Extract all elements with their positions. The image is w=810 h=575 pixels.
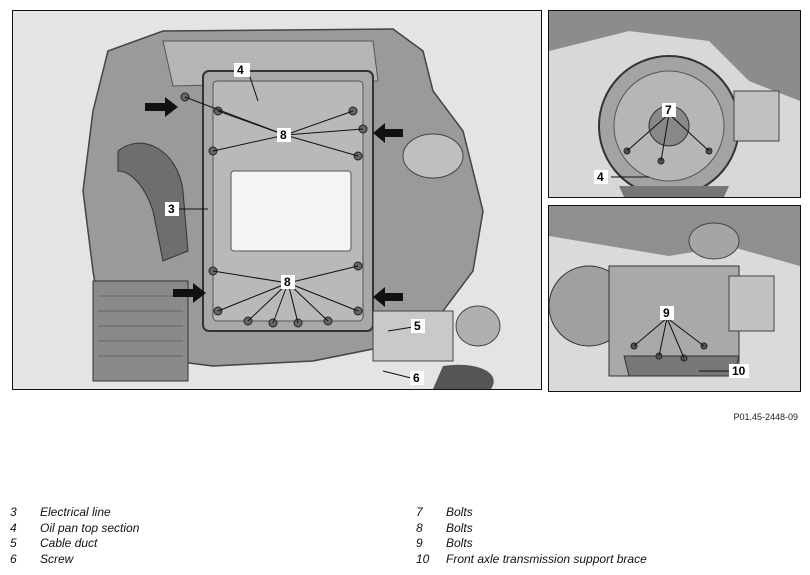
legend-number: 6	[10, 551, 17, 566]
legend-text: Bolts	[446, 520, 473, 535]
legend-text: Bolts	[446, 505, 473, 519]
callout-8-lower: 8	[284, 275, 291, 289]
legend-item: 10 Front axle transmission support brace	[416, 552, 647, 568]
legend-number: 9	[416, 536, 423, 550]
engine-underside-drawing: 4 8 3 8 5 6	[13, 11, 541, 389]
legend-right-column: 7 Bolts 8 Bolts 9 Bolts 10 Front axle tr…	[416, 505, 647, 567]
legend-number: 7	[416, 505, 423, 519]
legend-item: 3 Electrical line	[10, 505, 139, 521]
legend-item: 6 Screw	[10, 552, 139, 568]
callout-4-top: 4	[597, 170, 604, 184]
legend-text: Bolts	[446, 536, 473, 550]
support-brace-illustration: 9 10	[548, 205, 801, 392]
legend-number: 10	[416, 551, 430, 566]
callout-7-top: 7	[665, 103, 672, 117]
legend-item: 4 Oil pan top section	[10, 521, 139, 537]
legend-item: 9 Bolts	[416, 536, 647, 552]
legend-item: 7 Bolts	[416, 505, 647, 521]
legend-text: Screw	[40, 551, 74, 566]
legend-number: 4	[10, 520, 17, 535]
legend-text: Oil pan top section	[40, 520, 140, 535]
legend-number: 5	[10, 536, 17, 550]
figure-reference-code: P01.45-2448-09	[733, 412, 798, 422]
support-brace-drawing: 9 10	[549, 206, 800, 391]
flywheel-side-illustration: 7 4	[548, 10, 801, 198]
flywheel-drawing: 7 4	[549, 11, 800, 197]
callout-6-main: 6	[413, 371, 420, 385]
legend-text: Front axle transmission support brace	[446, 551, 647, 566]
main-engine-illustration: 4 8 3 8 5 6	[12, 10, 542, 390]
callout-3-main: 3	[168, 202, 175, 216]
callout-4-main: 4	[237, 63, 244, 77]
callout-5-main: 5	[414, 319, 421, 333]
callout-9-bottom: 9	[663, 306, 670, 320]
legend-text: Electrical line	[40, 505, 111, 519]
legend-text: Cable duct	[40, 536, 98, 550]
legend-item: 8 Bolts	[416, 521, 647, 537]
callout-10-bottom: 10	[732, 364, 746, 378]
legend-left-column: 3 Electrical line 4 Oil pan top section …	[10, 505, 139, 567]
callout-8-upper: 8	[280, 128, 287, 142]
legend-number: 8	[416, 520, 423, 535]
legend-number: 3	[10, 505, 17, 519]
legend-item: 5 Cable duct	[10, 536, 139, 552]
